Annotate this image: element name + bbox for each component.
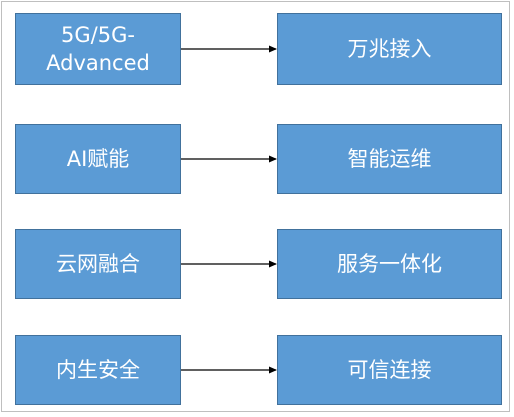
target-box-intelligent-ops: 智能运维 — [277, 124, 502, 194]
diagram-frame — [1, 1, 510, 412]
target-label-trusted-connection: 可信连接 — [347, 358, 432, 382]
source-box-cloud-network: 云网融合 — [15, 229, 181, 299]
target-box-trusted-connection: 可信连接 — [277, 335, 502, 405]
target-box-service-integration: 服务一体化 — [277, 229, 502, 299]
target-label-intelligent-ops: 智能运维 — [347, 147, 432, 171]
target-label-gigabit-access: 万兆接入 — [347, 37, 432, 61]
source-label-cloud-network: 云网融合 — [56, 252, 140, 276]
source-label-5g: 5G/5G- Advanced — [46, 23, 150, 75]
target-box-gigabit-access: 万兆接入 — [277, 13, 502, 85]
source-label-security: 内生安全 — [56, 358, 140, 382]
source-box-5g: 5G/5G- Advanced — [15, 13, 181, 85]
source-label-ai: AI赋能 — [66, 147, 130, 171]
target-label-service-integration: 服务一体化 — [337, 252, 442, 276]
source-box-security: 内生安全 — [15, 335, 181, 405]
source-box-ai: AI赋能 — [15, 124, 181, 194]
